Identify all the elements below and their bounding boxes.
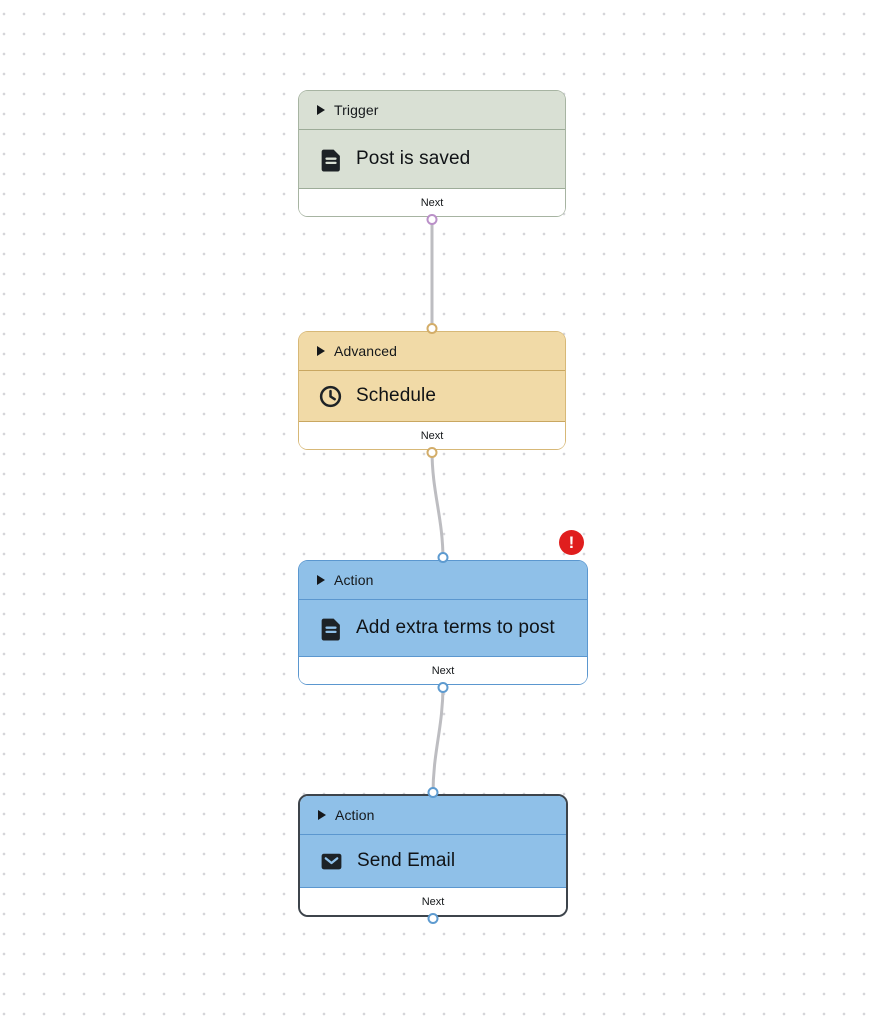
node-title: Add extra terms to post xyxy=(356,617,555,638)
document-icon xyxy=(321,618,340,640)
node-title: Send Email xyxy=(357,850,456,871)
next-output-row[interactable]: Next xyxy=(299,421,565,449)
node-title: Schedule xyxy=(356,385,437,406)
node-header[interactable]: Action xyxy=(300,796,566,835)
collapse-caret-icon[interactable] xyxy=(317,575,325,585)
next-output-row[interactable]: Next xyxy=(299,188,565,216)
input-port[interactable] xyxy=(426,323,438,334)
next-port-label: Next xyxy=(420,196,444,209)
output-port-next[interactable] xyxy=(437,682,449,693)
collapse-caret-icon[interactable] xyxy=(317,346,325,356)
node-trigger-post-is-saved[interactable]: Trigger Post is saved Next xyxy=(298,90,566,225)
node-category-label: Trigger xyxy=(334,102,379,118)
node-title: Post is saved xyxy=(356,148,471,169)
collapse-caret-icon[interactable] xyxy=(318,810,326,820)
next-port-label: Next xyxy=(421,895,445,908)
input-port[interactable] xyxy=(437,552,449,563)
node-action-add-extra-terms[interactable]: Action Add extra terms to post Next ! xyxy=(298,530,588,693)
clock-icon xyxy=(319,385,342,407)
node-category-label: Action xyxy=(334,572,374,588)
output-port-next[interactable] xyxy=(426,447,438,458)
next-port-label: Next xyxy=(420,429,444,442)
connector-edge-advanced-to-action1[interactable] xyxy=(430,448,445,562)
node-header[interactable]: Advanced xyxy=(299,332,565,371)
error-badge: ! xyxy=(559,530,584,555)
output-port-next[interactable] xyxy=(427,913,439,924)
document-icon xyxy=(321,149,340,171)
node-body[interactable]: Add extra terms to post xyxy=(299,600,587,656)
next-port-label: Next xyxy=(431,664,455,677)
next-output-row[interactable]: Next xyxy=(299,656,587,684)
node-header[interactable]: Trigger xyxy=(299,91,565,130)
connector-edge-action1-to-action2[interactable] xyxy=(431,683,445,796)
node-body[interactable]: Send Email xyxy=(300,835,566,887)
next-output-row[interactable]: Next xyxy=(300,887,566,915)
node-advanced-schedule[interactable]: Advanced Schedule Next xyxy=(298,323,566,458)
collapse-caret-icon[interactable] xyxy=(317,105,325,115)
node-body[interactable]: Schedule xyxy=(299,371,565,421)
node-category-label: Advanced xyxy=(334,343,398,359)
node-action-send-email[interactable]: Action Send Email Next xyxy=(298,787,568,924)
node-category-label: Action xyxy=(335,807,375,823)
node-body[interactable]: Post is saved xyxy=(299,130,565,188)
output-port-next[interactable] xyxy=(426,214,438,225)
email-icon xyxy=(321,853,342,869)
input-port[interactable] xyxy=(427,787,439,798)
node-header[interactable]: Action xyxy=(299,561,587,600)
